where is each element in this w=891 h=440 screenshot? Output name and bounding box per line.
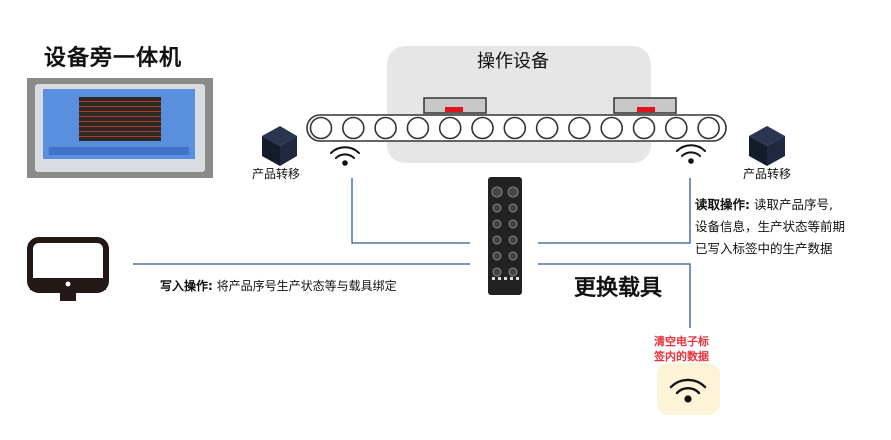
roller: [600, 116, 624, 140]
roller: [664, 116, 688, 140]
status-led: [504, 277, 507, 280]
read-op-line: 设备信息，生产状态等前期: [695, 219, 846, 234]
io-port: [508, 203, 518, 213]
io-port: [492, 203, 502, 213]
product-transfer-label-right: 产品转移: [743, 167, 792, 181]
io-port: [492, 267, 502, 277]
roller: [309, 116, 333, 140]
write-op-desc: 将产品序号生产状态等与载具绑定: [216, 279, 397, 293]
wifi-icon: [669, 378, 707, 403]
read-operation-text: 读取操作: 读取产品序号, 设备信息，生产状态等前期 已写入标签中的生产数据: [695, 194, 845, 260]
io-module-device: [488, 177, 522, 295]
line-right-reader: [538, 178, 691, 244]
line-left-reader: [351, 178, 470, 244]
roller: [535, 116, 559, 140]
read-op-label: 读取操作:: [695, 197, 750, 212]
connection-lines: [133, 178, 691, 328]
roller: [697, 116, 720, 140]
read-op-line: 读取产品序号,: [753, 197, 833, 212]
write-op-label: 写入操作:: [160, 279, 213, 293]
io-port: [492, 251, 502, 261]
zone-label: 操作设备: [477, 51, 549, 72]
roller: [406, 116, 430, 140]
io-port: [508, 219, 518, 229]
clear-tag-line: 清空电子标: [654, 335, 709, 348]
roller: [471, 116, 494, 140]
carrier-right: [613, 97, 677, 114]
roller: [374, 116, 397, 140]
roller: [438, 116, 462, 140]
status-led: [498, 277, 501, 280]
io-port: [507, 186, 519, 198]
product-transfer-label-left: 产品转移: [252, 167, 301, 181]
status-led: [516, 277, 519, 280]
io-port: [492, 235, 502, 245]
status-led: [510, 277, 513, 280]
roller: [503, 116, 527, 140]
line-tag: [538, 263, 691, 328]
conveyor: [306, 114, 727, 142]
clear-tag-line: 签内的数据: [654, 350, 709, 363]
rfid-reader-wifi-icon-left: [330, 146, 360, 166]
roller: [341, 116, 365, 140]
io-port: [491, 186, 503, 198]
status-led: [492, 277, 495, 280]
io-port: [508, 251, 518, 261]
panel-pc-image: [27, 78, 213, 178]
rfid-reader-wifi-icon-right: [676, 144, 706, 164]
host-computer-monitor-icon: [27, 237, 109, 301]
swap-carrier-label: 更换载具: [574, 276, 663, 301]
product-box-icon-left: [262, 126, 297, 166]
io-port: [492, 219, 502, 229]
clear-tag-text: 清空电子标 签内的数据: [654, 334, 709, 364]
write-operation-text: 写入操作: 将产品序号生产状态等与载具绑定: [160, 277, 397, 294]
io-port: [508, 235, 518, 245]
panel-pc-title: 设备旁一体机: [44, 46, 183, 71]
carrier-left: [423, 97, 487, 114]
product-box-icon-right: [749, 126, 785, 166]
read-op-line: 已写入标签中的生产数据: [695, 241, 833, 256]
rfid-tag: [657, 363, 720, 415]
roller: [632, 116, 656, 140]
roller: [568, 116, 591, 140]
io-port: [508, 267, 518, 277]
